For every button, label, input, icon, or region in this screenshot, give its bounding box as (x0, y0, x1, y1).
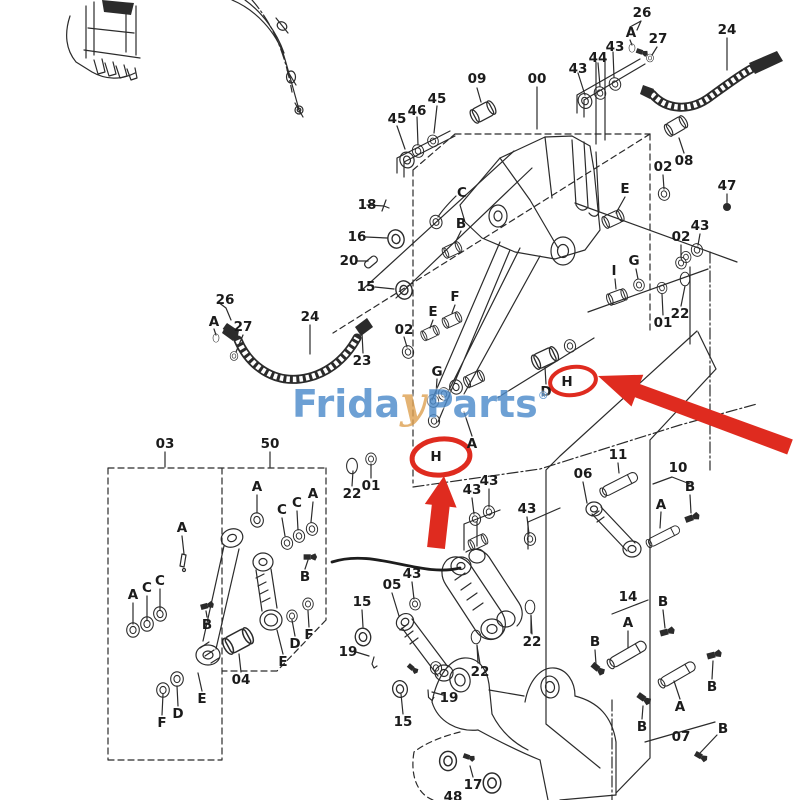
pin-parts (597, 470, 698, 690)
side-link-05 (395, 612, 454, 682)
hose-left (222, 318, 373, 384)
highlight-small-arrow (424, 476, 457, 549)
pointer-curve (330, 556, 462, 572)
highlight-large-arrow (598, 374, 793, 455)
cotter-parts (371, 656, 436, 702)
bucket-sketch (66, 0, 141, 81)
hose-top-right (640, 51, 783, 112)
leader-lines (132, 20, 728, 778)
side-link-06 (585, 501, 642, 558)
dashed-boundaries (107, 133, 758, 800)
arm-sketch (231, 0, 304, 118)
bucket-bottom (412, 657, 617, 800)
h-link-assembly (441, 507, 561, 664)
highlight-ellipse-0 (548, 364, 598, 398)
ring-parts (126, 53, 705, 794)
fitting-parts (179, 47, 731, 764)
main-bracket-assembly (396, 57, 646, 266)
highlight-annotations (409, 364, 793, 549)
crank-box-03 (195, 528, 244, 666)
highlight-ellipse-1 (409, 436, 473, 478)
crank-box-50 (252, 552, 283, 631)
